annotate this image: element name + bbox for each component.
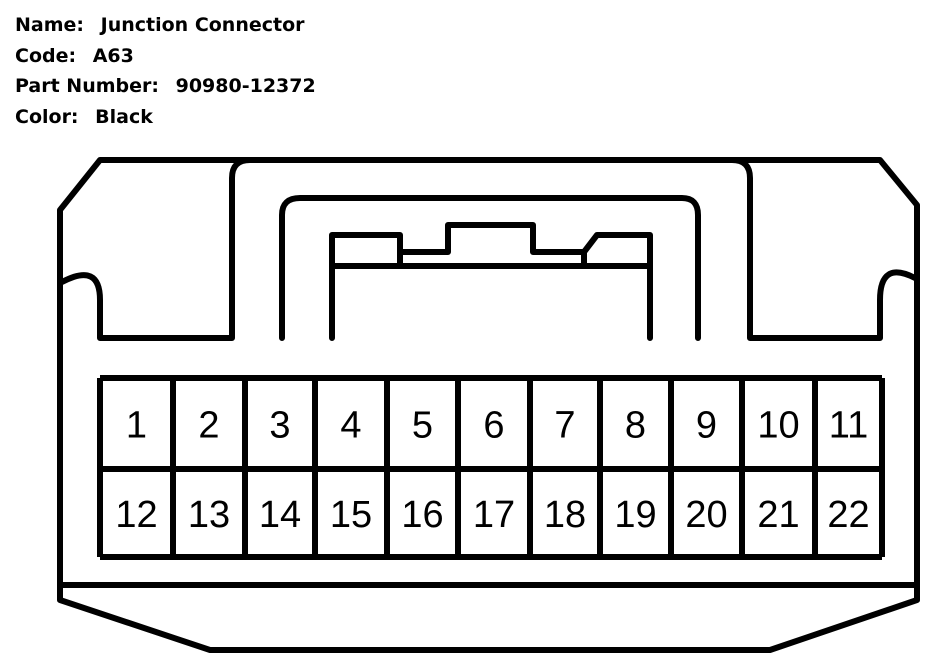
pin-number: 19 <box>614 494 656 536</box>
pin-number: 2 <box>198 405 219 447</box>
pin-number: 11 <box>829 405 868 447</box>
pin-number: 1 <box>126 405 147 447</box>
pin-number: 18 <box>544 494 586 536</box>
color-line: Color: Black <box>15 102 316 133</box>
color-label: Color: <box>15 105 79 128</box>
pin-number: 9 <box>696 405 717 447</box>
pin-grid <box>97 375 885 560</box>
pin-number: 10 <box>757 405 799 447</box>
left-latch <box>59 157 253 341</box>
name-label: Name: <box>15 14 85 36</box>
pin-number: 5 <box>412 405 433 447</box>
right-latch <box>729 157 918 341</box>
pin-number: 17 <box>473 494 515 536</box>
pin-number: 21 <box>757 494 799 536</box>
pin-number: 7 <box>554 405 575 447</box>
pin-number: 15 <box>330 494 372 536</box>
pin-number: 14 <box>259 494 301 536</box>
pin-number: 8 <box>625 405 646 447</box>
code-value: A63 <box>92 44 134 67</box>
name-line: Name: Junction Connector <box>15 10 316 41</box>
part-number-label: Part Number: <box>15 75 159 97</box>
pin-number: 16 <box>401 494 443 536</box>
pin-number: 13 <box>188 494 230 536</box>
part-number-value: 90980-12372 <box>175 75 316 97</box>
lock-tab <box>329 222 653 341</box>
pin-number: 6 <box>483 405 504 447</box>
code-label: Code: <box>15 44 77 67</box>
pin-number: 4 <box>340 405 361 447</box>
part-number-line: Part Number: 90980-12372 <box>15 71 316 102</box>
name-value: Junction Connector <box>100 14 305 36</box>
color-value: Black <box>95 105 153 128</box>
code-line: Code: A63 <box>15 41 316 72</box>
pin-number: 20 <box>685 494 727 536</box>
lock-frame <box>279 195 701 341</box>
connector-info: Name: Junction Connector Code: A63 Part … <box>15 10 316 132</box>
connector-housing-outline <box>57 157 920 653</box>
pin-number: 12 <box>115 494 157 536</box>
pin-number: 3 <box>269 405 290 447</box>
pin-number: 22 <box>827 494 869 536</box>
